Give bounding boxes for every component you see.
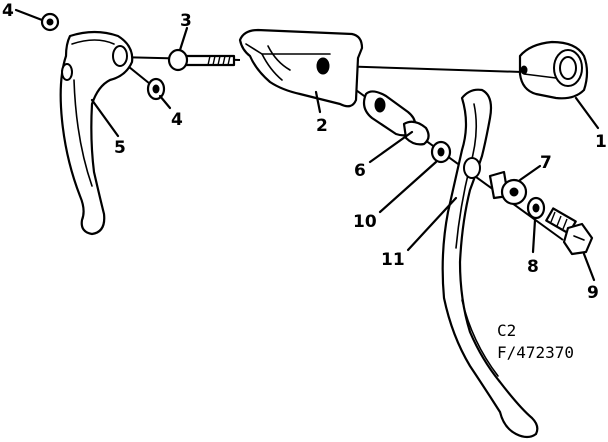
callout-11: 11 xyxy=(381,250,405,270)
figure-code: C2 xyxy=(497,321,516,340)
leader-5 xyxy=(90,98,120,138)
pivot-bolt xyxy=(545,207,594,256)
callout-3: 3 xyxy=(180,11,192,31)
screw-part-3 xyxy=(167,48,236,72)
spacer-part-7 xyxy=(488,170,528,206)
callout-9: 9 xyxy=(587,283,599,303)
callout-6: 6 xyxy=(354,161,366,181)
leader-6 xyxy=(368,130,414,164)
right-brake-lever xyxy=(441,88,539,439)
callout-4-top: 4 xyxy=(2,1,14,21)
leader-10 xyxy=(378,160,438,214)
callout-2: 2 xyxy=(316,116,328,136)
leader-7 xyxy=(518,164,542,182)
bracket-body xyxy=(238,28,364,108)
leader-8 xyxy=(531,218,537,254)
callout-7: 7 xyxy=(540,153,552,173)
callout-8: 8 xyxy=(527,257,539,277)
handlebar-clamp xyxy=(518,40,589,100)
leader-4-top xyxy=(14,8,44,22)
callout-10: 10 xyxy=(353,212,377,232)
leader-9 xyxy=(582,252,596,282)
leader-2 xyxy=(314,90,322,114)
washer-middle xyxy=(146,77,166,101)
callout-1: 1 xyxy=(595,132,607,152)
figure-reference-number: F/472370 xyxy=(497,343,574,362)
leader-3 xyxy=(178,26,189,52)
washer-part-10 xyxy=(430,140,452,164)
leader-1 xyxy=(574,96,600,130)
leader-11 xyxy=(406,196,458,252)
pivot-bushing xyxy=(362,90,430,146)
washer-part-8 xyxy=(526,196,546,220)
leader-4-mid xyxy=(158,94,172,110)
assembly-axis-clamp xyxy=(334,65,523,73)
nut-top xyxy=(40,12,60,32)
callout-5: 5 xyxy=(114,138,126,158)
left-brake-lever xyxy=(59,30,134,236)
callout-4-mid: 4 xyxy=(171,110,183,130)
